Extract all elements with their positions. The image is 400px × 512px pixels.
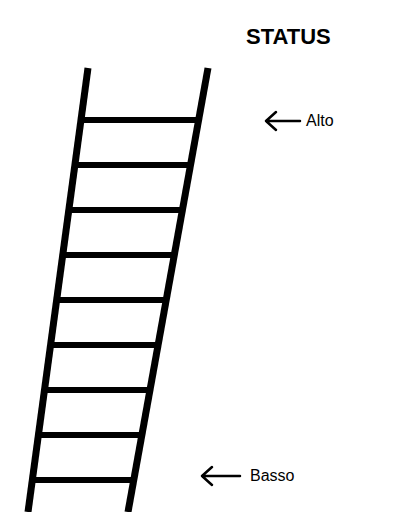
ladder-rung <box>63 252 175 258</box>
scale-label: Alto <box>306 111 334 130</box>
ladder-rail <box>128 68 208 512</box>
scale-label: Basso <box>250 466 294 485</box>
ladder-rung <box>57 297 167 303</box>
ladder-rung <box>45 387 151 393</box>
ladder-rail <box>28 68 88 512</box>
ladder-rung <box>75 162 191 168</box>
pointer-arrow <box>266 112 300 130</box>
ladder-rung <box>32 477 134 483</box>
ladder-rung <box>38 432 141 438</box>
pointer-arrow <box>202 467 240 485</box>
ladder-rung <box>81 117 199 123</box>
ladder-rung <box>69 207 183 213</box>
ladder-rung <box>51 342 159 348</box>
ladder <box>28 68 208 512</box>
diagram-title: STATUS <box>246 24 331 50</box>
